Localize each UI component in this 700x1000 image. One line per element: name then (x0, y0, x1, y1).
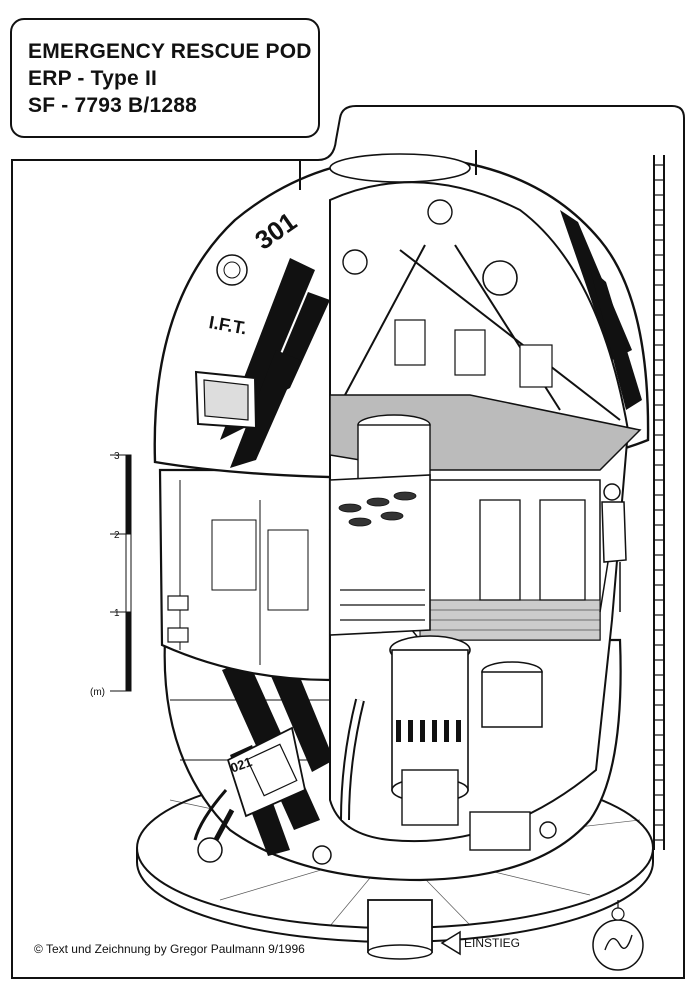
scale-tick-1: 1 (114, 608, 120, 619)
title-line-1: EMERGENCY RESCUE POD (28, 40, 312, 63)
ladder (653, 155, 665, 850)
title-line-2: ERP - Type II (28, 67, 158, 90)
artist-signature (592, 900, 644, 971)
interior-cutaway (312, 181, 642, 865)
frame-border (11, 105, 685, 979)
scale-unit: (m) (90, 687, 105, 698)
scale-tick-2: 2 (114, 530, 120, 541)
emblem (216, 254, 248, 286)
scale-tick-3: 3 (114, 451, 120, 462)
scale-bar: 3 2 1 (m) (90, 451, 132, 698)
side-hatch: 021 (193, 726, 307, 863)
credit-line: © Text und Zeichnung by Gregor Paulmann … (34, 942, 305, 956)
left-arrow-icon (440, 930, 461, 956)
support-column (367, 899, 433, 960)
entry-label: EINSTIEG (464, 936, 521, 950)
title-line-3: SF - 7793 B/1288 (28, 94, 197, 117)
thruster-assembly (340, 635, 543, 826)
pod-middle-band (158, 468, 332, 682)
dome-hatch (194, 370, 258, 430)
title-box: EMERGENCY RESCUE POD ERP - Type II SF - … (10, 18, 320, 138)
entry-indicator: EINSTIEG (440, 930, 520, 956)
hatch-number: 021 (228, 754, 254, 776)
human-figure (599, 483, 627, 613)
